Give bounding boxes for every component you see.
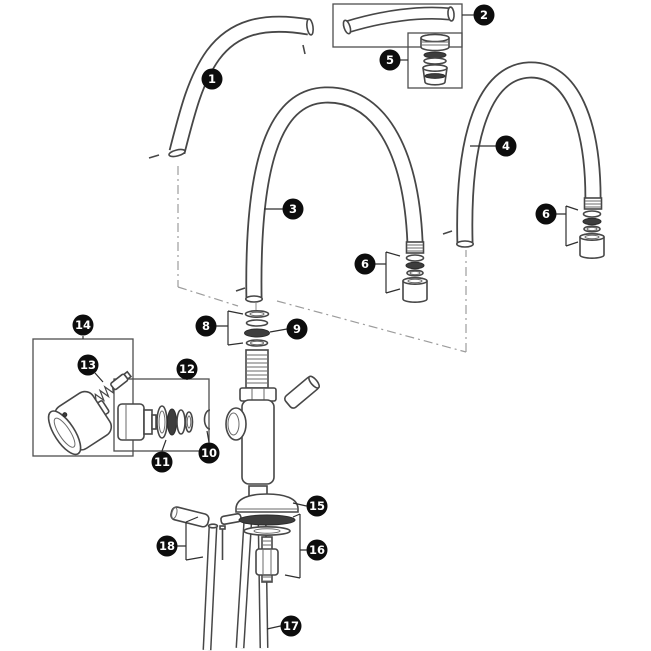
callout-6-center-label: 6 [361, 257, 369, 271]
set-screw-mark [442, 230, 453, 235]
callout-1-label: 1 [208, 72, 216, 86]
part-12-box [113, 378, 210, 452]
callout-2-label: 2 [480, 8, 488, 22]
callout-8-circle [195, 315, 217, 337]
callout-12-circle [176, 358, 198, 380]
callout-2: 2 [473, 4, 495, 26]
part-16-mounting-hardware [220, 512, 296, 583]
set-screw-mark [235, 287, 246, 292]
part-2-box [332, 3, 463, 48]
callout-17-circle [280, 615, 302, 637]
part-14-handle-knob [47, 390, 113, 456]
callout-13-label: 13 [80, 358, 96, 372]
callout-1-circle [201, 68, 223, 90]
part-4-spout-right [442, 61, 603, 248]
body-collar [239, 387, 277, 402]
callout-14-label: 14 [75, 318, 91, 332]
part-10-c-clip [203, 409, 211, 430]
side-handle-stub [284, 375, 321, 409]
callout-15-circle [306, 495, 328, 517]
callout-15: 15 [306, 495, 328, 517]
washer [176, 409, 186, 435]
callout-badges: 1 2 5 3 4 6 6 8 [72, 4, 557, 637]
callout-17: 17 [280, 615, 302, 637]
part-13-screw-spring [94, 370, 133, 402]
part-15-base-flange [235, 493, 299, 513]
callout-5-circle [379, 49, 401, 71]
callout-18: 18 [156, 535, 178, 557]
part-6-aerator-center [402, 254, 428, 303]
callout-9-circle [286, 318, 308, 340]
threaded-neck [245, 349, 269, 389]
pin-head [219, 525, 226, 530]
part-18-standpipe [170, 506, 226, 651]
rubber-washer [238, 514, 296, 526]
washer [184, 411, 194, 433]
assembly-axis-lines [177, 166, 467, 353]
callout-6-right-circle [535, 203, 557, 225]
callout-10-label: 10 [201, 446, 217, 460]
callout-6-center: 6 [354, 253, 376, 275]
set-screw-mark [302, 44, 306, 55]
set-screw-mark [148, 154, 160, 159]
o-ring [167, 408, 177, 436]
callout-8-label: 8 [202, 319, 210, 333]
callout-9-label: 9 [293, 322, 301, 336]
callout-14-circle [72, 314, 94, 336]
cartridge-port [225, 407, 247, 441]
callout-16-label: 16 [309, 543, 325, 557]
callout-8: 8 [195, 315, 217, 337]
callout-12-label: 12 [179, 362, 195, 376]
callout-5: 5 [379, 49, 401, 71]
callout-18-circle [156, 535, 178, 557]
callout-16: 16 [306, 539, 328, 561]
callout-1: 1 [201, 68, 223, 90]
faucet-body [225, 349, 321, 499]
part-12-cartridge [117, 403, 211, 441]
leader-lines [82, 14, 579, 630]
part-3-spout-center [235, 86, 425, 303]
callout-11-circle [151, 451, 173, 473]
mounting-tab [220, 512, 242, 526]
callout-18-label: 18 [159, 539, 175, 553]
callout-14: 14 [72, 314, 94, 336]
callout-15-label: 15 [309, 499, 325, 513]
callout-4-label: 4 [502, 139, 510, 153]
mounting-nut [255, 548, 279, 576]
body-column [241, 399, 275, 485]
part-5-aerator-insert [420, 33, 450, 86]
callout-10-circle [198, 442, 220, 464]
callout-3: 3 [282, 198, 304, 220]
callout-11: 11 [151, 451, 173, 473]
callout-4-circle [495, 135, 517, 157]
metal-washer [243, 525, 291, 536]
part-1-spout-left [148, 15, 314, 159]
part-8-9-o-ring-stack [244, 309, 270, 347]
callout-3-label: 3 [289, 202, 297, 216]
callout-17-label: 17 [283, 619, 299, 633]
callout-6-right-label: 6 [542, 207, 550, 221]
callout-5-label: 5 [386, 53, 394, 67]
callout-12: 12 [176, 358, 198, 380]
callout-9: 9 [286, 318, 308, 340]
callout-6-right: 6 [535, 203, 557, 225]
callout-6-center-circle [354, 253, 376, 275]
callout-3-circle [282, 198, 304, 220]
callout-13: 13 [77, 354, 99, 376]
part-2-spout-tip [342, 6, 455, 35]
callout-4: 4 [495, 135, 517, 157]
callout-13-circle [77, 354, 99, 376]
callout-11-label: 11 [154, 455, 170, 469]
callout-16-circle [306, 539, 328, 561]
callout-10: 10 [198, 442, 220, 464]
callout-2-circle [473, 4, 495, 26]
part-6-aerator-right [579, 210, 605, 259]
